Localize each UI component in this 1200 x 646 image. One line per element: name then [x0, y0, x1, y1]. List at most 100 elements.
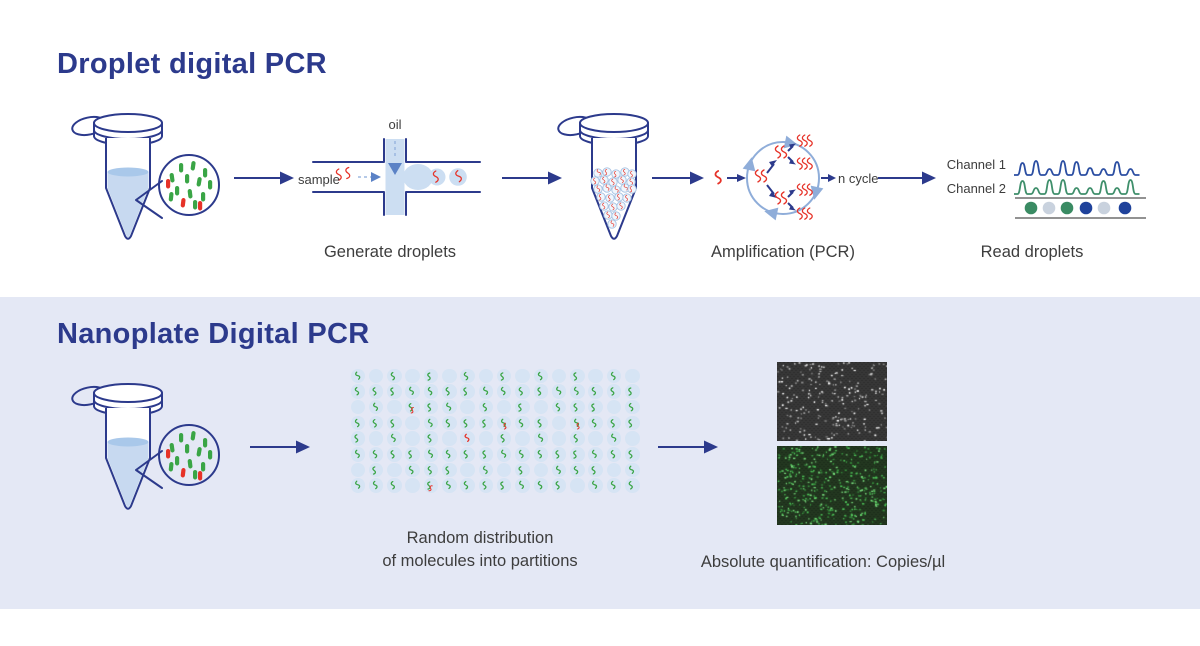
- partition-cell: [533, 478, 548, 493]
- partition-cell: [350, 368, 365, 383]
- partition-cell: [387, 447, 402, 462]
- partition-cell: [478, 415, 494, 431]
- droplet-dot-gray: [1097, 201, 1111, 215]
- partition-cell: [496, 447, 512, 462]
- partition-cell: [606, 447, 622, 462]
- partition-cell: [570, 431, 585, 446]
- amplification-caption: Amplification (PCR): [711, 243, 855, 261]
- partition-cell: [478, 478, 494, 493]
- partition-cell: [496, 399, 512, 415]
- droplet-dot-gray: [1042, 201, 1056, 215]
- flow-arrow: [234, 171, 294, 185]
- partition-cell: [588, 384, 603, 399]
- partition-cell: [606, 384, 622, 399]
- partition-cell: [533, 368, 548, 383]
- dna-molecules: [166, 161, 213, 211]
- channel1-label: Channel 1: [946, 157, 1006, 172]
- partition-cell: [387, 431, 402, 446]
- partition-cell: [533, 462, 548, 478]
- partition-cell: [368, 368, 384, 383]
- partition-cell: [350, 431, 365, 446]
- droplet-tube-icon: [555, 113, 649, 240]
- partition-cell: [625, 462, 640, 478]
- partition-cell: [533, 399, 548, 415]
- channel2-label: Channel 2: [946, 181, 1006, 196]
- partition-cell: [551, 447, 567, 462]
- partition-cell: [515, 415, 530, 431]
- partition-cell: [533, 384, 548, 399]
- partition-cell: [551, 478, 567, 493]
- partition-cell: [405, 447, 420, 462]
- partition-cell: [442, 462, 457, 478]
- partition-cell: [496, 478, 512, 493]
- flow-arrow: [652, 171, 704, 185]
- partition-cell: [350, 399, 365, 415]
- partition-cell: [405, 431, 420, 446]
- partition-cell: [405, 399, 420, 415]
- partition-cell: [350, 415, 365, 431]
- partition-cell: [496, 384, 512, 399]
- partition-cell: [606, 415, 622, 431]
- random-distribution-line2: of molecules into partitions: [382, 552, 578, 570]
- random-distribution-caption: Random distribution of molecules into pa…: [330, 527, 630, 573]
- partition-cell: [551, 384, 567, 399]
- channel2-trace: [1014, 179, 1140, 195]
- partition-cell: [515, 368, 530, 383]
- partition-cell: [588, 415, 603, 431]
- partition-cell: [368, 462, 384, 478]
- dna-molecules: [166, 431, 213, 481]
- partition-cell: [460, 384, 475, 399]
- sample-flow-arrowhead: [371, 172, 381, 182]
- partition-cell: [570, 399, 585, 415]
- partition-cell: [551, 462, 567, 478]
- partition-cell: [606, 462, 622, 478]
- nanoplate-section-title: Nanoplate Digital PCR: [57, 318, 370, 350]
- partition-cell: [350, 384, 365, 399]
- partition-cell: [515, 431, 530, 446]
- channel1-trace: [1014, 160, 1140, 176]
- droplet-dot-blue: [1118, 201, 1132, 215]
- sample-label: sample: [298, 172, 340, 187]
- partition-cell: [350, 478, 365, 493]
- partition-cell: [423, 368, 439, 383]
- partition-cell: [496, 415, 512, 431]
- partition-cell: [588, 368, 603, 383]
- droplet-section-title: Droplet digital PCR: [57, 48, 327, 80]
- partition-cell: [570, 478, 585, 493]
- partition-cell: [570, 415, 585, 431]
- oil-label: oil: [388, 117, 402, 132]
- partition-cell: [368, 447, 384, 462]
- droplets-in-tube: [590, 167, 637, 229]
- partition-cell: [606, 399, 622, 415]
- partition-cell: [515, 478, 530, 493]
- positive-partitions-image: [777, 446, 887, 525]
- partition-cell: [625, 368, 640, 383]
- partition-cell: [442, 399, 457, 415]
- partition-cell: [570, 368, 585, 383]
- partition-cell: [423, 447, 439, 462]
- partition-cell: [350, 462, 365, 478]
- droplet-dot-blue: [1079, 201, 1093, 215]
- partition-cell: [423, 462, 439, 478]
- partition-cell: [625, 384, 640, 399]
- partition-cell: [442, 447, 457, 462]
- droplet-dots: [1024, 201, 1132, 215]
- partition-cell: [496, 462, 512, 478]
- partition-cell: [387, 462, 402, 478]
- partition-cell: [515, 399, 530, 415]
- droplet-readout-traces: [1014, 160, 1146, 219]
- partition-cell: [460, 447, 475, 462]
- partition-cell: [368, 415, 384, 431]
- partition-cell: [387, 368, 402, 383]
- partition-cell: [588, 431, 603, 446]
- n-cycle-label: n cycle: [838, 171, 879, 186]
- partition-cell: [405, 478, 420, 493]
- cycle-arrowheads: [742, 135, 824, 221]
- partition-cell: [570, 384, 585, 399]
- partition-cell: [533, 431, 548, 446]
- partition-cell: [588, 399, 603, 415]
- partition-cell: [387, 399, 402, 415]
- partition-cell: [423, 431, 439, 446]
- amplification-branching: [754, 134, 836, 220]
